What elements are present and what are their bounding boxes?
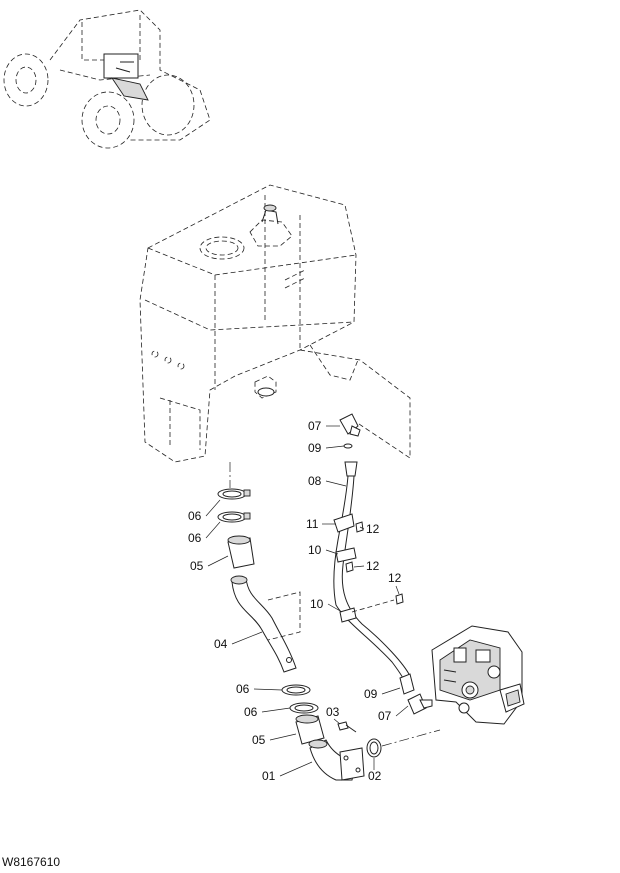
callout-07-bottom: 07: [378, 709, 392, 723]
drain-line: [333, 413, 433, 715]
callout-04: 04: [214, 637, 228, 651]
callout-05-b: 05: [252, 733, 266, 747]
callout-08: 08: [308, 474, 322, 488]
callout-06-d: 06: [244, 705, 258, 719]
callout-12-c: 12: [388, 571, 402, 585]
callout-10-a: 10: [308, 543, 322, 557]
locator-thumbnail: [3, 9, 211, 149]
callout-09-top: 09: [308, 441, 322, 455]
callout-06-b: 06: [188, 531, 202, 545]
hydraulic-pump: [431, 625, 525, 725]
hydraulic-tank: [139, 184, 411, 463]
callout-02: 02: [368, 769, 382, 783]
callout-06-a: 06: [188, 509, 202, 523]
callout-09-bottom: 09: [364, 687, 378, 701]
callout-01: 01: [262, 769, 276, 783]
callout-05-a: 05: [190, 559, 204, 573]
callout-06-c: 06: [236, 682, 250, 696]
callout-03: 03: [326, 705, 340, 719]
callout-11: 11: [306, 517, 319, 531]
callout-07-top: 07: [308, 419, 322, 433]
callout-12-b: 12: [366, 559, 380, 573]
suction-line: [217, 462, 441, 781]
callout-12-a: 12: [366, 522, 380, 536]
callout-10-b: 10: [310, 597, 324, 611]
callout-labels: 07 09 08 06 06 11 12 10 12 05 12 10 04 0…: [188, 419, 409, 783]
drawing-code: W8167610: [2, 855, 60, 869]
